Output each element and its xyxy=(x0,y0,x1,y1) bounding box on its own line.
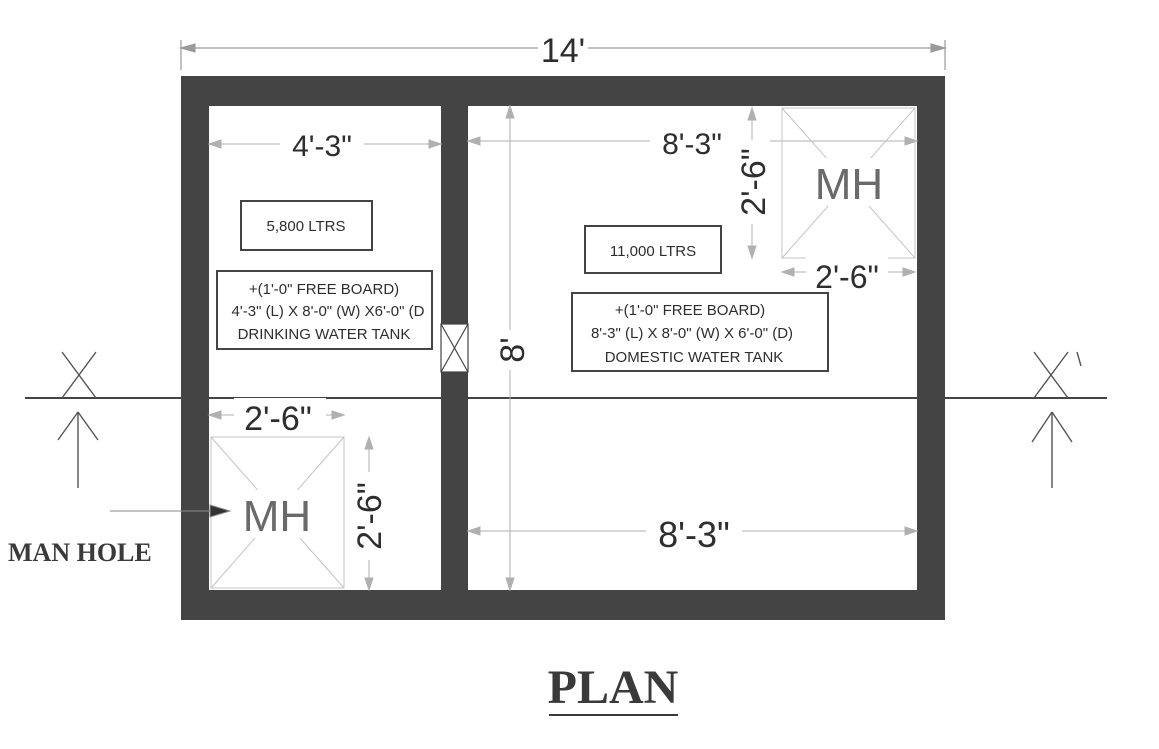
partition-opening xyxy=(440,323,469,373)
left-tank-capacity-box xyxy=(240,200,373,251)
right-tank-capacity: 11,000 LTRS xyxy=(610,243,696,260)
section-marker-left xyxy=(57,351,99,488)
overall-width-label: 14' xyxy=(541,32,585,70)
left-tank-spec-line1: +(1'-0" FREE BOARD) xyxy=(249,281,399,298)
left-tank-spec-box xyxy=(216,270,433,350)
right-tank-width-label-bottom: 8'-3" xyxy=(658,514,730,555)
overall-depth-label: 8' xyxy=(494,337,532,362)
left-manhole-label: MH xyxy=(243,492,311,541)
tank-walls xyxy=(181,76,945,620)
right-tank-spec-line2: 8'-3" (L) X 8'-0" (W) X 6'-0" (D) xyxy=(591,325,793,342)
right-tank-spec-box xyxy=(571,292,829,372)
left-tank-width-label: 4'-3" xyxy=(292,130,352,163)
section-marker-right xyxy=(1031,351,1082,488)
right-tank-spec-line1: +(1'-0" FREE BOARD) xyxy=(615,302,765,319)
right-manhole-label: MH xyxy=(815,160,883,209)
manhole-callout-label: MAN HOLE xyxy=(8,538,152,567)
left-manhole-width-label: 2'-6" xyxy=(244,400,312,438)
left-tank-spec-line2: 4'-3" (L) X 8'-0" (W) X6'-0" (D xyxy=(232,303,425,320)
manhole-callout-leader xyxy=(110,504,232,518)
drawing-title: PLAN xyxy=(548,661,679,714)
right-tank-width-label-top: 8'-3" xyxy=(662,128,722,161)
right-tank-spec-line3: DOMESTIC WATER TANK xyxy=(605,349,784,366)
left-manhole-depth-label: 2'-6" xyxy=(351,482,389,550)
left-tank-capacity: 5,800 LTRS xyxy=(267,218,346,235)
left-tank-spec-line3: DRINKING WATER TANK xyxy=(238,326,411,343)
right-manhole-depth-label: 2'-6" xyxy=(735,148,773,216)
right-tank-capacity-box xyxy=(584,225,722,274)
right-manhole-width-label: 2'-6" xyxy=(815,259,879,295)
